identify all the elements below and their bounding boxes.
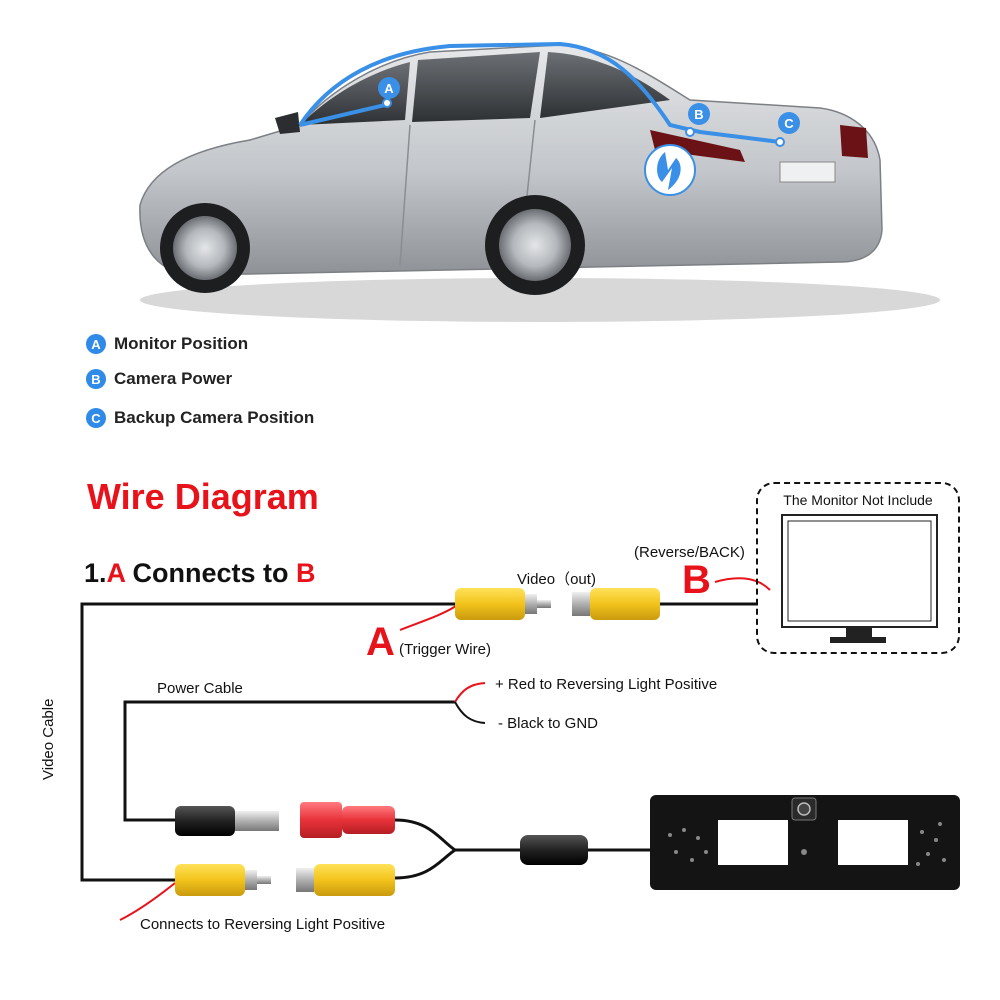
dc-connector-red [342,806,395,834]
trigger-wire-label: (Trigger Wire) [399,641,491,658]
subtitle-a: A [106,558,126,588]
reversing-light-pointer [119,882,176,921]
plate-slot [838,820,908,865]
rca-tip [245,870,257,890]
car-marker-c [778,112,800,134]
a-label: A [366,620,395,664]
monitor-not-include-label: The Monitor Not Include [783,492,933,508]
car-marker-a [378,77,400,99]
subtitle-middle: Connects to [125,558,297,588]
car-tail-light [650,130,745,162]
connects-to-reversing-label: Connects to Reversing Light Positive [140,916,386,933]
cable-point [382,98,392,108]
car-license-plate [779,161,836,183]
rca-pin [257,876,271,884]
monitor-stand [846,627,872,637]
power-icon-bolt [657,152,681,190]
legend-marker: A [86,334,106,354]
camera-wire [394,818,456,852]
trigger-wire-pointer [399,605,457,631]
car-front-window [300,62,410,125]
video-cable-label: Video Cable [40,698,57,780]
monitor-screen-inner [787,520,932,622]
car-marker-b-label: B [694,107,703,122]
legend-item: B Camera Power [86,369,232,389]
rca-connector-yellow [590,588,660,620]
rca-connector-yellow [314,864,395,896]
video-out-label: Video（out) [517,571,596,588]
cable-point [685,127,695,137]
wire-diagram-subtitle: 1.A Connects to B [84,558,316,589]
camera-wire [394,848,520,880]
rca-connector-yellow [455,588,525,620]
car-illustration: A B C [139,41,940,322]
rca-pin [537,600,551,608]
black-to-gnd-label: - Black to GND [498,715,599,732]
power-wire-red [454,682,486,703]
camera-lens-icon [797,802,811,816]
wiring-diagram [80,514,960,921]
b-label: B [682,558,711,602]
inline-box [520,835,588,865]
monitor-screen [781,514,938,628]
dc-plug [235,811,279,831]
license-plate-frame [650,795,960,890]
led-dots [668,822,946,866]
monitor-not-included-frame: The Monitor Not Include [756,482,960,654]
car-front-rim [173,216,237,280]
legend-label: Backup Camera Position [114,408,315,427]
car-tail-light [840,125,868,158]
video-wire [80,602,455,882]
car-rear-window [540,52,670,118]
reverse-pointer [714,577,771,591]
cable-route [298,41,781,144]
power-wire [123,700,455,822]
wire-diagram-title: Wire Diagram [87,476,319,517]
legend-item: A Monitor Position [86,334,248,354]
red-to-reversing-label: + Red to Reversing Light Positive [495,676,718,693]
car-marker-c-label: C [784,116,794,131]
car-mirror [275,112,300,134]
plate-slot [718,820,788,865]
legend-marker: C [86,408,106,428]
rca-socket [296,868,314,892]
power-cable-label: Power Cable [157,680,243,697]
subtitle-b: B [296,558,316,588]
car-marker-a-label: A [384,81,394,96]
legend-label: Camera Power [114,369,233,388]
monitor-base [830,637,886,643]
rca-socket [572,592,590,616]
dc-socket-red [300,802,342,838]
car-rear-door-window [412,52,540,122]
rca-tip [525,594,537,614]
car-rear-rim [499,209,571,281]
car-body [139,44,883,276]
subtitle-prefix: 1. [84,558,107,588]
car-door-line [399,124,411,266]
legend-item: C Backup Camera Position [86,408,314,428]
cable-route [299,103,386,127]
dc-connector-black [175,806,235,836]
reverse-back-label: (Reverse/BACK) [634,544,745,561]
rca-connector-yellow [175,864,245,896]
legend-marker: B [86,369,106,389]
car-shadow [140,278,940,322]
cable-point [775,137,785,147]
car-marker-b [688,103,710,125]
power-wire-black [454,701,486,724]
legend-label: Monitor Position [114,334,249,353]
